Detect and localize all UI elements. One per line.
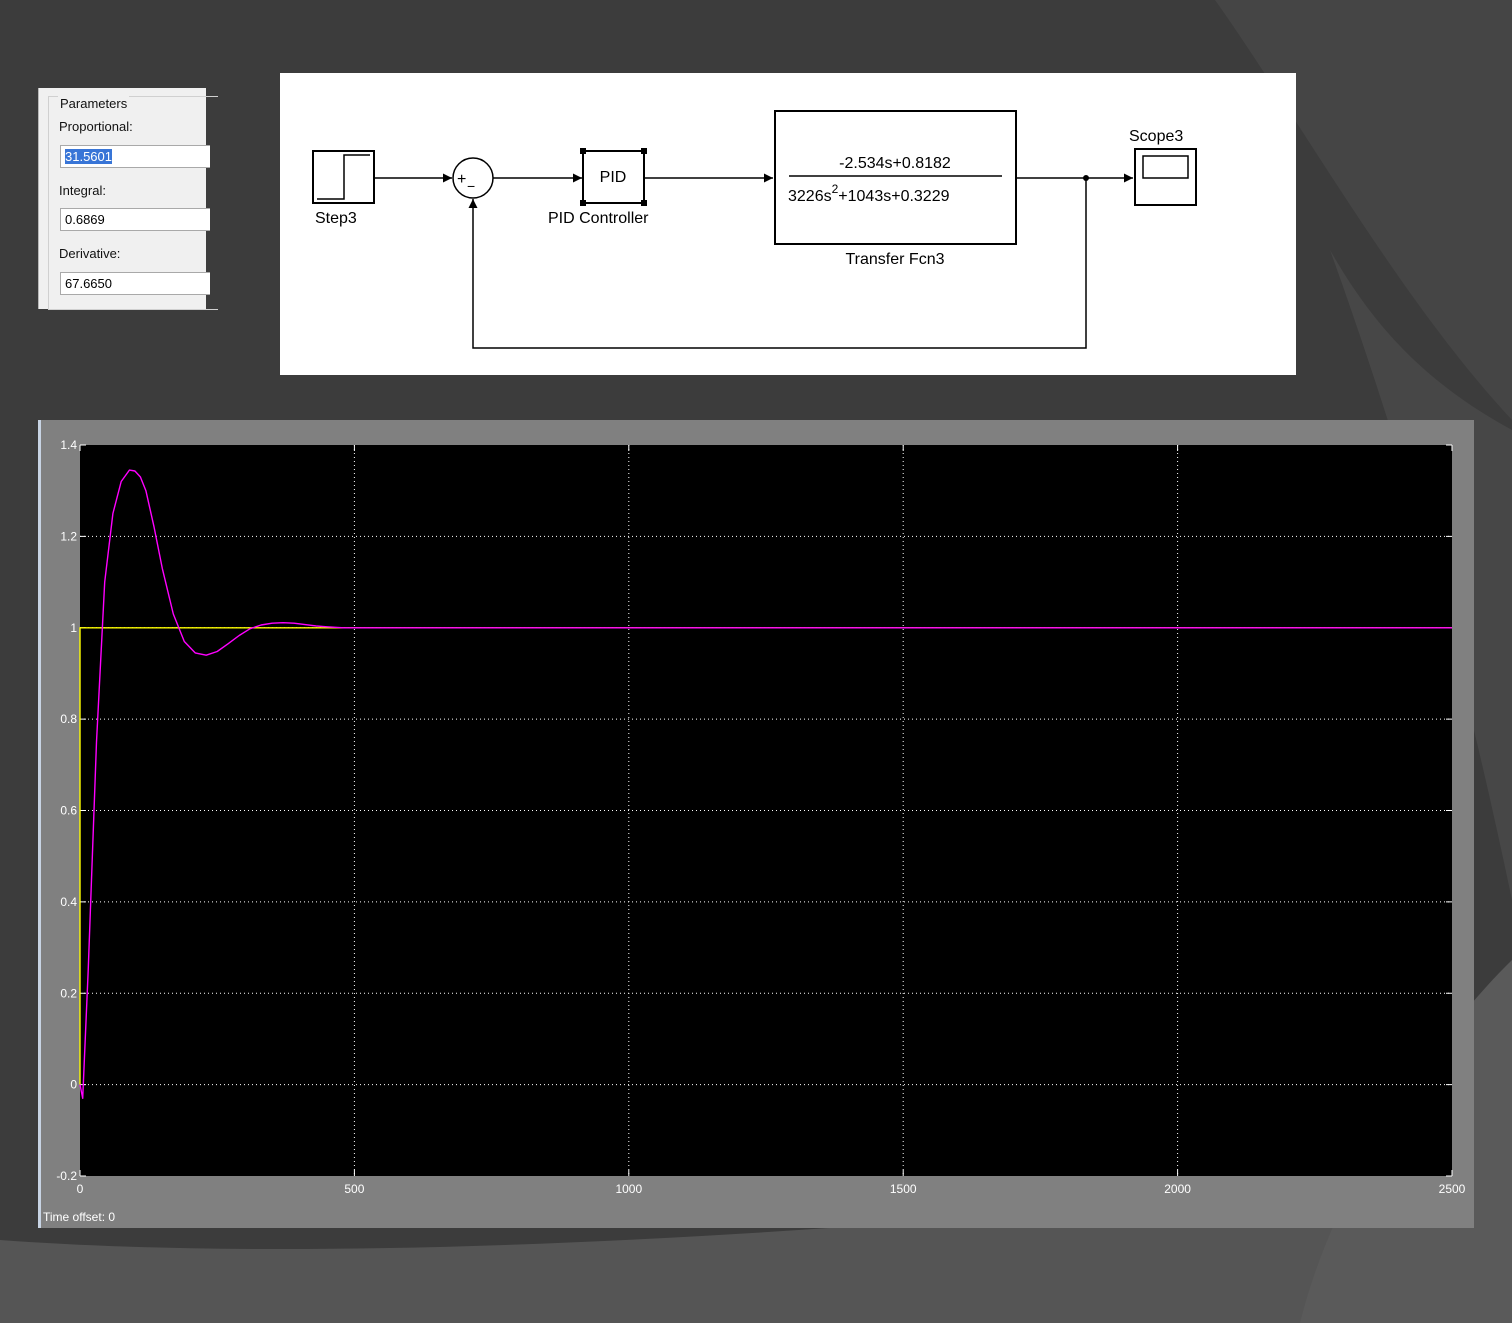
x-tick-label: 1000 [615,1182,642,1196]
time-offset-label: Time offset: 0 [43,1210,116,1224]
step-block[interactable] [312,150,375,204]
tf-denominator-rest: +1043s+0.3229 [838,188,949,205]
parameters-group: Parameters [48,96,218,310]
tf-denominator-lead: 3226s [788,188,832,205]
tf-label: Transfer Fcn3 [846,251,945,268]
tf-numerator: -2.534s+0.8182 [839,155,951,172]
block-diagram-canvas: Step3 + − PID PID Controller -2.534s+0.8… [312,110,1197,349]
sum-plus-sign: + [457,171,466,188]
x-tick-label: 1500 [890,1182,917,1196]
feedback-line [468,178,1087,349]
parameters-title: Parameters [58,96,130,111]
pid-parameters-panel: Parameters Proportional: 31.5601 Integra… [38,88,218,310]
pid-block[interactable] [580,148,647,206]
scope-block[interactable] [1134,148,1197,206]
pid-label: PID Controller [548,210,649,227]
proportional-field[interactable]: 31.5601 [60,145,210,168]
scope-label: Scope3 [1129,128,1183,145]
y-tick-label: 0.6 [60,804,77,818]
x-tick-label: 2500 [1439,1182,1466,1196]
derivative-label: Derivative: [59,246,121,261]
y-tick-label: 1.2 [60,529,77,543]
x-tick-label: 500 [344,1182,364,1196]
y-tick-label: -0.2 [56,1169,77,1183]
derivative-field[interactable]: 67.6650 [60,272,210,295]
y-tick-label: 1 [70,621,77,635]
tf-denominator-exponent: 2 [832,182,839,196]
pid-block-text: PID [600,169,627,186]
derivative-value: 67.6650 [65,276,112,291]
x-tick-label: 0 [77,1182,84,1196]
y-tick-label: 1.4 [60,438,77,452]
proportional-label: Proportional: [59,119,133,134]
block-diagram: Step3 + − PID PID Controller -2.534s+0.8… [280,73,1296,375]
y-tick-label: 0 [70,1078,77,1092]
proportional-value: 31.5601 [65,149,112,164]
integral-value: 0.6869 [65,212,105,227]
tf-denominator: 3226s2+1043s+0.3229 [788,182,950,205]
integral-field[interactable]: 0.6869 [60,208,210,231]
response-line [79,469,1452,1099]
y-tick-label: 0.8 [60,712,77,726]
integral-label: Integral: [59,183,106,198]
plot-area [80,445,1452,1176]
step-label: Step3 [315,210,357,227]
y-tick-label: 0.4 [60,895,77,909]
series [79,469,1452,1099]
transfer-fcn-block[interactable] [774,110,1017,245]
x-tick-label: 2000 [1164,1182,1191,1196]
y-tick-label: 0.2 [60,986,77,1000]
sum-minus-sign: − [467,178,475,194]
